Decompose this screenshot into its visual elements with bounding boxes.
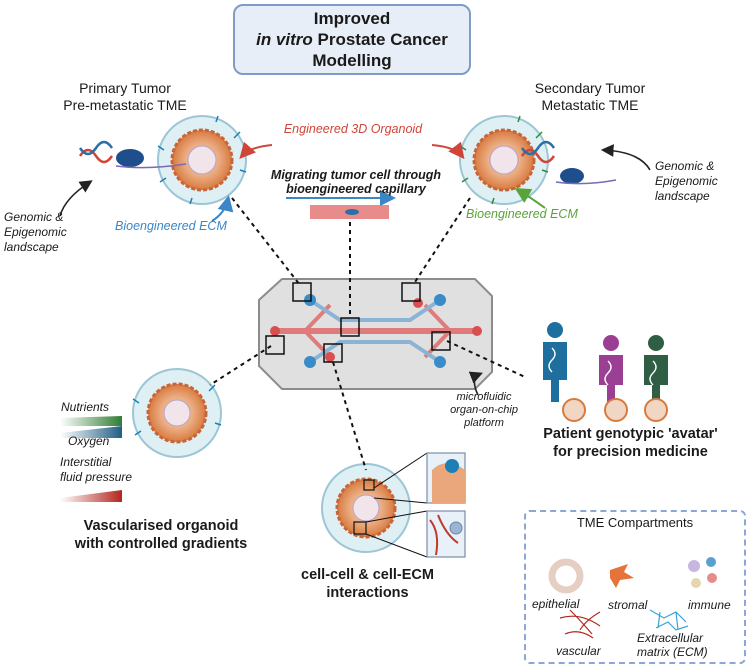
genomic-left-line3: landscape (4, 240, 59, 254)
vascularised-line1: Vascularised organoid (83, 518, 239, 534)
vascularised-organoid (132, 368, 222, 458)
secondary-line2: Metastatic TME (541, 97, 639, 113)
patient-figures-icon (543, 322, 668, 422)
secondary-tumor-heading: Secondary Tumor Metastatic TME (505, 80, 675, 114)
stromal-icon (610, 564, 634, 588)
interactions-line2: interactions (326, 585, 409, 601)
epithelial-icon (548, 558, 584, 594)
zoom-insets (365, 452, 466, 558)
chip-label-line2: organ-on-chip (450, 404, 518, 416)
genomic-landscape-right: Genomic & Epigenomic landscape (655, 159, 718, 204)
ecm-arrow-left (211, 195, 234, 222)
oxygen-gradient (60, 426, 122, 438)
legend-ecm: Extracellular matrix (ECM) (637, 631, 708, 659)
legend-stromal: stromal (608, 598, 648, 612)
vascularised-organoid-label: Vascularised organoid with controlled gr… (56, 517, 266, 553)
avatar-line1: Patient genotypic 'avatar' (543, 426, 718, 442)
tme-compartments-legend (524, 510, 746, 664)
secondary-organoid (459, 115, 549, 205)
ecm-arrow-right (514, 187, 546, 209)
pressure-label: Interstitial fluid pressure (60, 455, 132, 485)
patient-avatar-label: Patient genotypic 'avatar' for precision… (528, 425, 733, 461)
legend-ecm-line2: matrix (ECM) (637, 645, 708, 659)
title-line2-rest: Prostate Cancer (312, 30, 448, 49)
pressure-line1: Interstitial (60, 455, 112, 469)
legend-epithelial: epithelial (532, 597, 580, 611)
title-line2-italic: in vitro (256, 30, 313, 49)
legend-title: TME Compartments (576, 515, 694, 530)
capillary (286, 190, 396, 219)
legend-ecm-line1: Extracellular (637, 631, 704, 645)
interactions-line1: cell-cell & cell-ECM (301, 567, 434, 583)
primary-line1: Primary Tumor (79, 80, 171, 96)
migrating-line1: Migrating tumor cell through (270, 168, 442, 182)
immune-icon (688, 557, 717, 588)
chip-label-line1: microfluidic (456, 391, 512, 403)
legend-immune: immune (688, 598, 731, 612)
secondary-line1: Secondary Tumor (534, 80, 646, 96)
genomic-left-line2: Epigenomic (4, 225, 67, 239)
legend-icons (548, 557, 717, 639)
legend-vascular: vascular (556, 644, 601, 658)
title-box: Improved in vitro Prostate Cancer Modell… (233, 4, 471, 75)
genomic-arrow-left (59, 180, 93, 217)
pressure-line2: fluid pressure (60, 470, 133, 484)
migrating-line2: bioengineered capillary (286, 182, 426, 196)
ecm-right-label: Bioengineered ECM (466, 207, 578, 221)
chip-arrow (468, 371, 483, 396)
extracellular-matrix-icon (649, 609, 689, 631)
nutrients-label: Nutrients (61, 400, 110, 414)
dna-chromatin-right-icon (520, 140, 617, 185)
interactions-organoid (321, 463, 411, 553)
microfluidic-chip (258, 278, 493, 390)
genomic-arrow-right (600, 144, 651, 171)
ecm-left-label: Bioengineered ECM (115, 219, 227, 233)
title-line1: Improved (313, 9, 391, 28)
genomic-right-line2: Epigenomic (655, 174, 718, 188)
pressure-gradient (60, 490, 122, 502)
dna-chromatin-left-icon (78, 140, 187, 169)
title-line3: Modelling (312, 51, 392, 70)
genomic-landscape-left: Genomic & Epigenomic landscape (4, 210, 67, 255)
vascular-icon (559, 609, 601, 639)
migrating-label: Migrating tumor cell through bioengineer… (256, 168, 456, 196)
primary-line2: Pre-metastatic TME (63, 97, 187, 113)
genomic-right-line1: Genomic & (655, 159, 715, 173)
vascularised-line2: with controlled gradients (74, 536, 248, 552)
genomic-right-line3: landscape (655, 189, 710, 203)
title-line2: in vitro Prostate Cancer (256, 29, 448, 50)
nutrients-gradient (60, 416, 122, 426)
avatar-line2: for precision medicine (553, 444, 708, 460)
engineered-arrow-left (239, 141, 273, 159)
engineered-organoid-label: Engineered 3D Organoid (283, 122, 423, 136)
primary-tumor-heading: Primary Tumor Pre-metastatic TME (40, 80, 210, 114)
chip-label-line3: platform (464, 417, 504, 429)
dotted-connectors (209, 197, 526, 471)
interactions-label: cell-cell & cell-ECM interactions (285, 566, 450, 602)
primary-organoid (157, 115, 247, 205)
engineered-arrow-right (431, 141, 465, 160)
oxygen-label: Oxygen (68, 434, 110, 448)
chip-platform-label: microfluidic organ-on-chip platform (444, 391, 524, 430)
genomic-left-line1: Genomic & (4, 210, 64, 224)
